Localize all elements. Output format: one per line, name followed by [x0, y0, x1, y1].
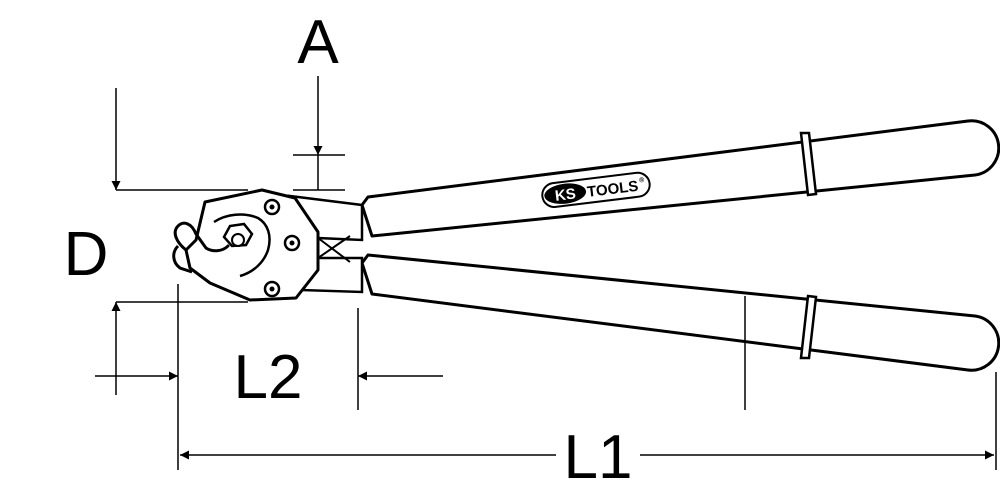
- dimension-l1: L1: [180, 296, 997, 492]
- dimension-d-label: D: [64, 220, 109, 289]
- ks-tools-logo: KS TOOLS ®: [541, 171, 651, 208]
- cutter-head: [172, 188, 320, 302]
- dimension-a: A: [293, 8, 345, 191]
- lower-handle: [360, 253, 1000, 372]
- dimension-a-label: A: [297, 8, 339, 77]
- dimension-l1-label: L1: [564, 423, 633, 492]
- logo-tools-text: TOOLS: [586, 178, 639, 201]
- logo-ks-text: KS: [554, 185, 577, 204]
- dimension-l2: L2: [95, 284, 443, 470]
- dimension-d: D: [64, 88, 248, 395]
- dimension-l2-label: L2: [234, 343, 303, 412]
- upper-handle: [360, 119, 1000, 238]
- cutter-arms: [287, 194, 364, 294]
- logo-registered-mark: ®: [639, 176, 646, 185]
